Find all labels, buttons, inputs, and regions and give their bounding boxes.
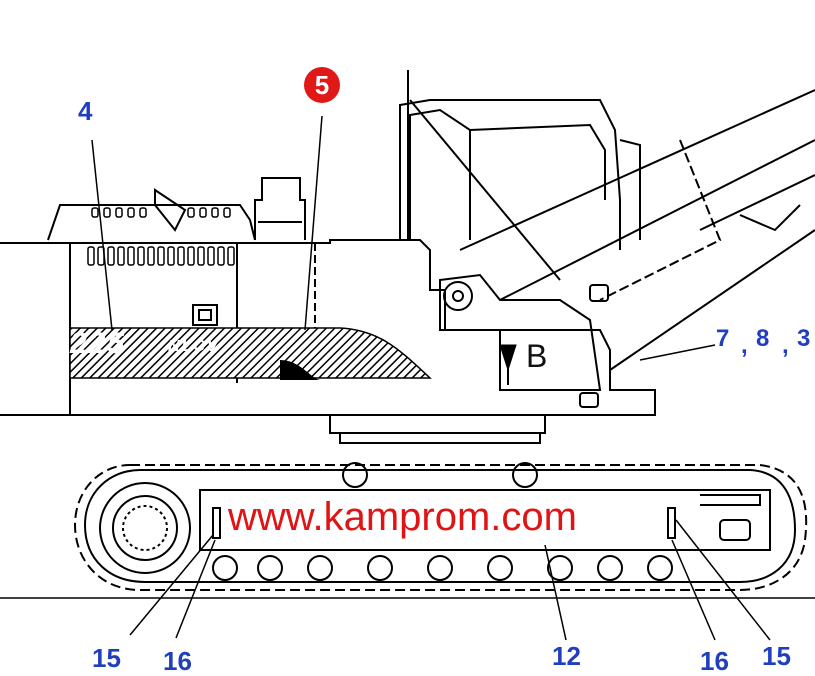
upper-body [0, 177, 656, 416]
model-suffix-decal: NLCV [168, 338, 220, 355]
callout-5-badge: 5 [304, 67, 340, 103]
leader-lines [91, 115, 771, 641]
boom [459, 89, 815, 371]
callout-3: 3 [797, 325, 811, 352]
callout-16-right: 16 [700, 646, 729, 676]
operator-station [439, 273, 609, 408]
model-number-decal: 225 [70, 327, 127, 360]
callout-7: 7 [716, 325, 730, 352]
callout-8: 8 [756, 325, 770, 352]
comma-separator: , [782, 332, 789, 359]
cab [399, 70, 641, 281]
callout-12: 12 [552, 641, 581, 671]
callout-15-left: 15 [92, 643, 121, 673]
comma-separator: , [741, 332, 748, 359]
callout-16-left: 16 [163, 646, 192, 676]
watermark-text: www.kamprom.com [228, 495, 577, 539]
callout-15-right: 15 [762, 641, 791, 671]
zone-label-b: B [526, 338, 548, 374]
undercarriage [73, 462, 808, 591]
stripe-decal [69, 327, 432, 379]
callout-4: 4 [78, 96, 93, 126]
